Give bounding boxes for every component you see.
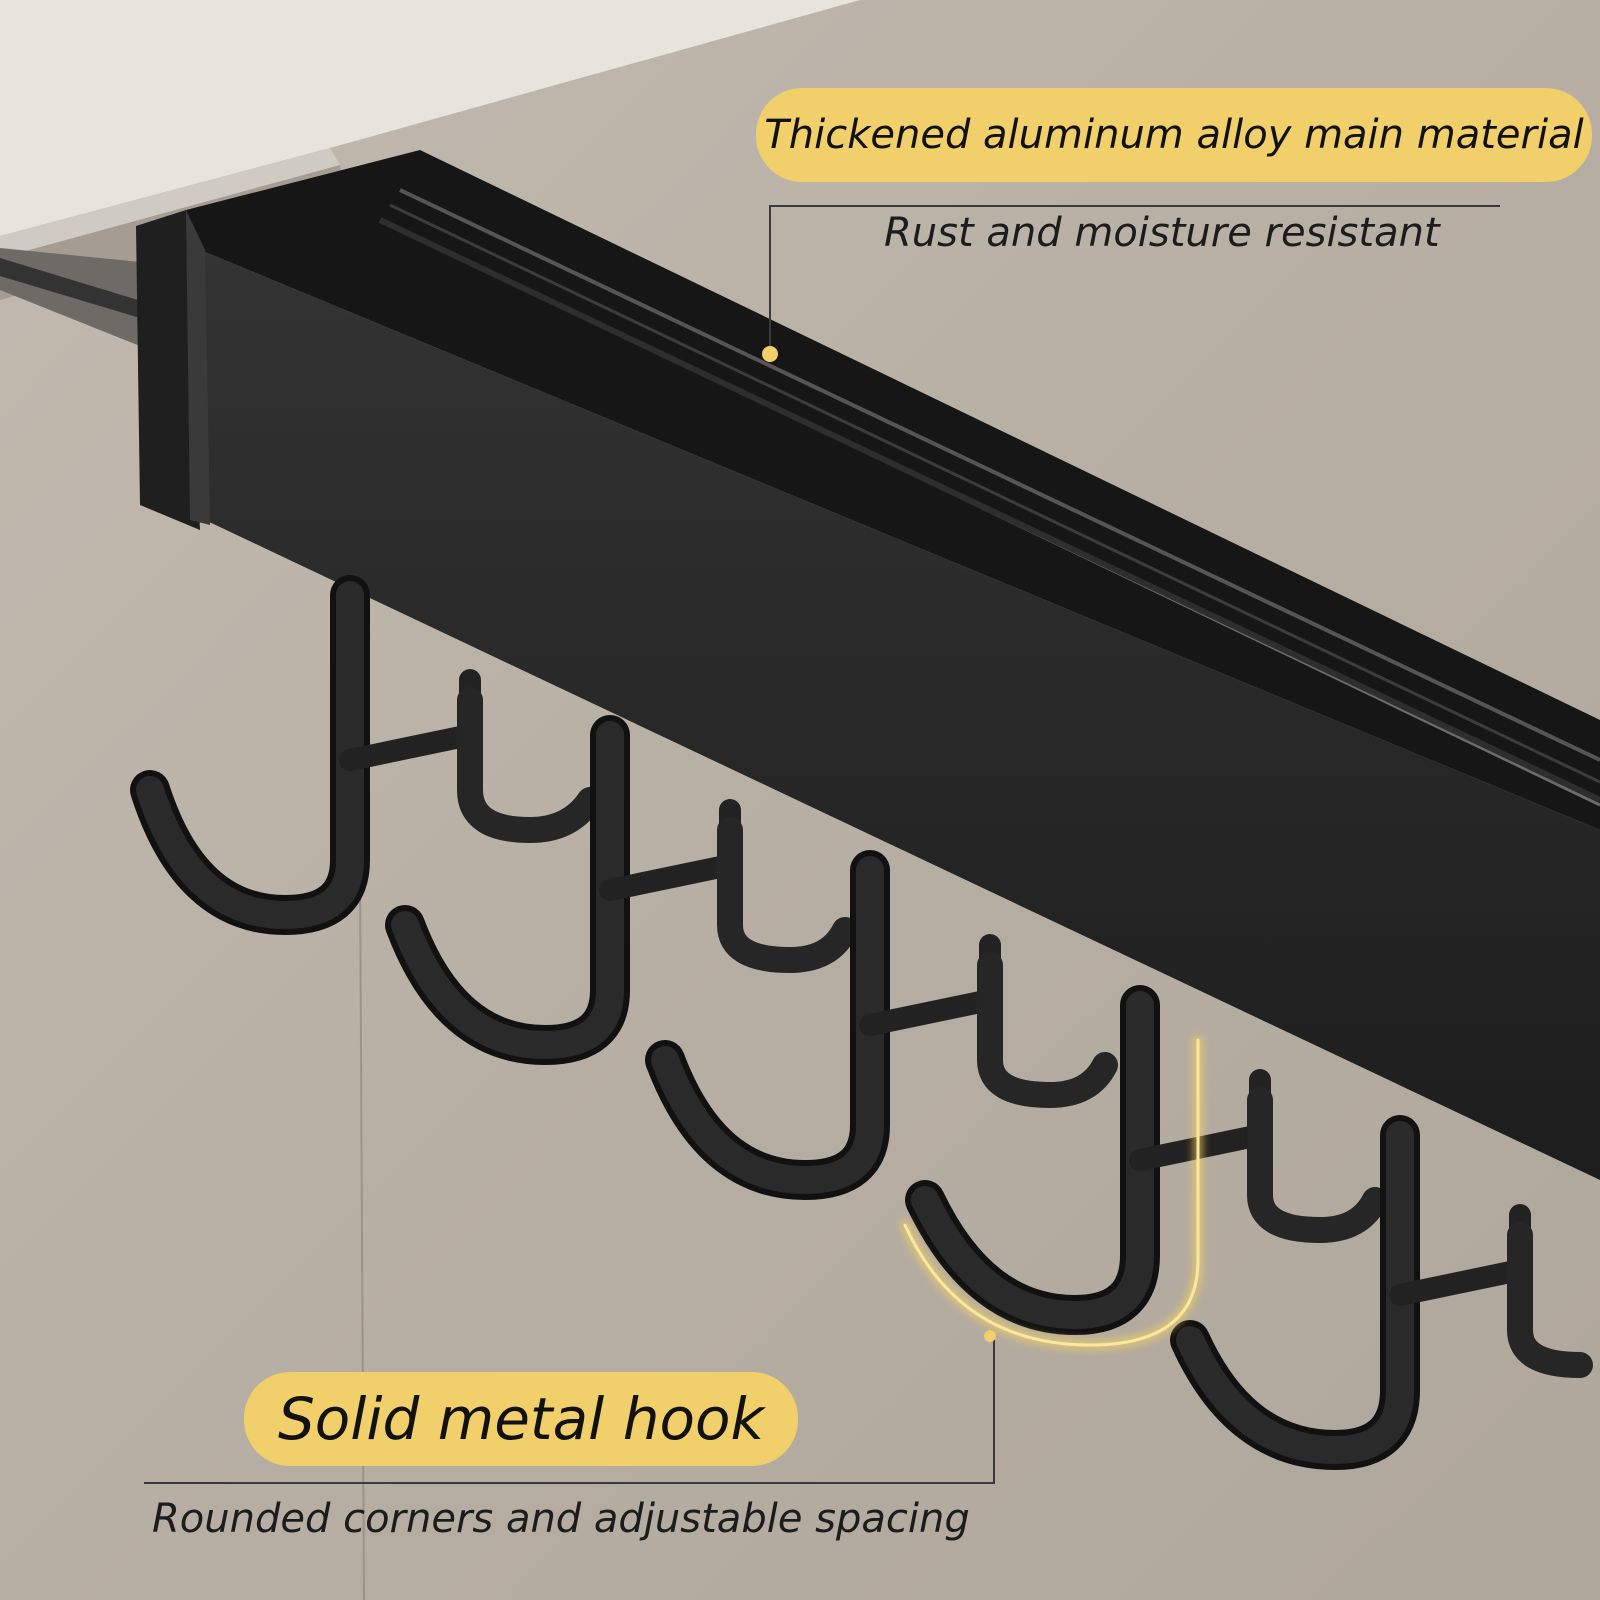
material-callout-subtitle: Rust and moisture resistant — [884, 210, 1440, 256]
hook-4 — [905, 985, 1388, 1335]
hook-3 — [645, 850, 1118, 1200]
bottom-leader-line — [144, 1336, 995, 1484]
wall-corner-line — [359, 869, 365, 1600]
top-pill-bg — [756, 88, 1592, 182]
hook-row — [130, 575, 1593, 1470]
hook-2 — [385, 715, 858, 1065]
material-callout-title: Thickened aluminum alloy main material — [764, 112, 1584, 158]
hook-callout-title: Solid metal hook — [277, 1385, 765, 1453]
callout-leaders — [144, 205, 1500, 1484]
top-leader-dot — [762, 346, 778, 362]
rail-mount-bracket — [0, 210, 200, 530]
hook-5 — [1170, 1115, 1593, 1470]
top-leader-line — [769, 205, 1500, 352]
hook-callout-subtitle: Rounded corners and adjustable spacing — [152, 1496, 970, 1542]
bottom-pill-bg — [244, 1372, 798, 1466]
aluminum-rail — [186, 150, 1600, 1180]
hook-1 — [130, 575, 603, 935]
bottom-leader-dot — [984, 1330, 996, 1342]
hook-highlight-glow — [900, 1035, 1203, 1351]
